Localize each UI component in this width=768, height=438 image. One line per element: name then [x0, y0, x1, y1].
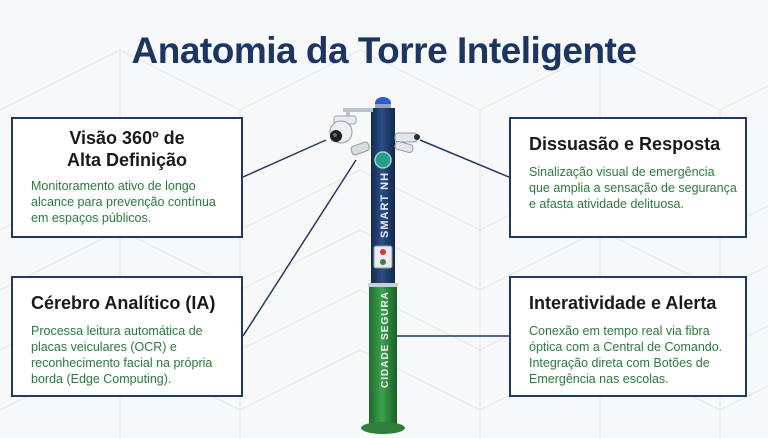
- dome-camera-icon: [329, 115, 357, 144]
- pole-label-bottom: CIDADE SEGURA: [380, 291, 391, 388]
- card-brain-text: Processa leitura automática de placas ve…: [31, 324, 213, 386]
- card-deterrence-heading: Dissuasão e Resposta: [529, 134, 721, 154]
- card-deterrence-text: Sinalização visual de emergência que amp…: [529, 165, 737, 211]
- bullet-camera-icon: [394, 132, 420, 154]
- emergency-panel: [373, 245, 393, 269]
- pole-base: [361, 422, 405, 434]
- card-interactivity-text: Conexão em tempo real via fibra óptica c…: [529, 324, 723, 386]
- pole-label-top: SMART NH: [379, 172, 391, 238]
- card-brain: Cérebro Analítico (IA) Processa leitura …: [11, 276, 243, 397]
- pole-lower-section: [369, 285, 397, 425]
- page-title: Anatomia da Torre Inteligente: [131, 30, 637, 71]
- card-vision-heading: Visão 360º de Alta Definição: [66, 128, 188, 170]
- card-brain-heading: Cérebro Analítico (IA): [31, 293, 216, 313]
- connector-line-vision: [242, 139, 327, 178]
- connector-line-brain: [242, 159, 357, 337]
- connector-line-deterrence: [419, 139, 510, 178]
- card-interactivity: Interatividade e Alerta Conexão em tempo…: [509, 276, 747, 397]
- card-vision-text: Monitoramento ativo de longo alcance par…: [31, 179, 216, 225]
- smart-logo-emblem: [374, 151, 392, 169]
- card-deterrence: Dissuasão e Resposta Sinalização visual …: [509, 117, 747, 238]
- card-interactivity-heading: Interatividade e Alerta: [529, 293, 717, 313]
- card-vision: Visão 360º de Alta Definição Monitoramen…: [11, 117, 243, 238]
